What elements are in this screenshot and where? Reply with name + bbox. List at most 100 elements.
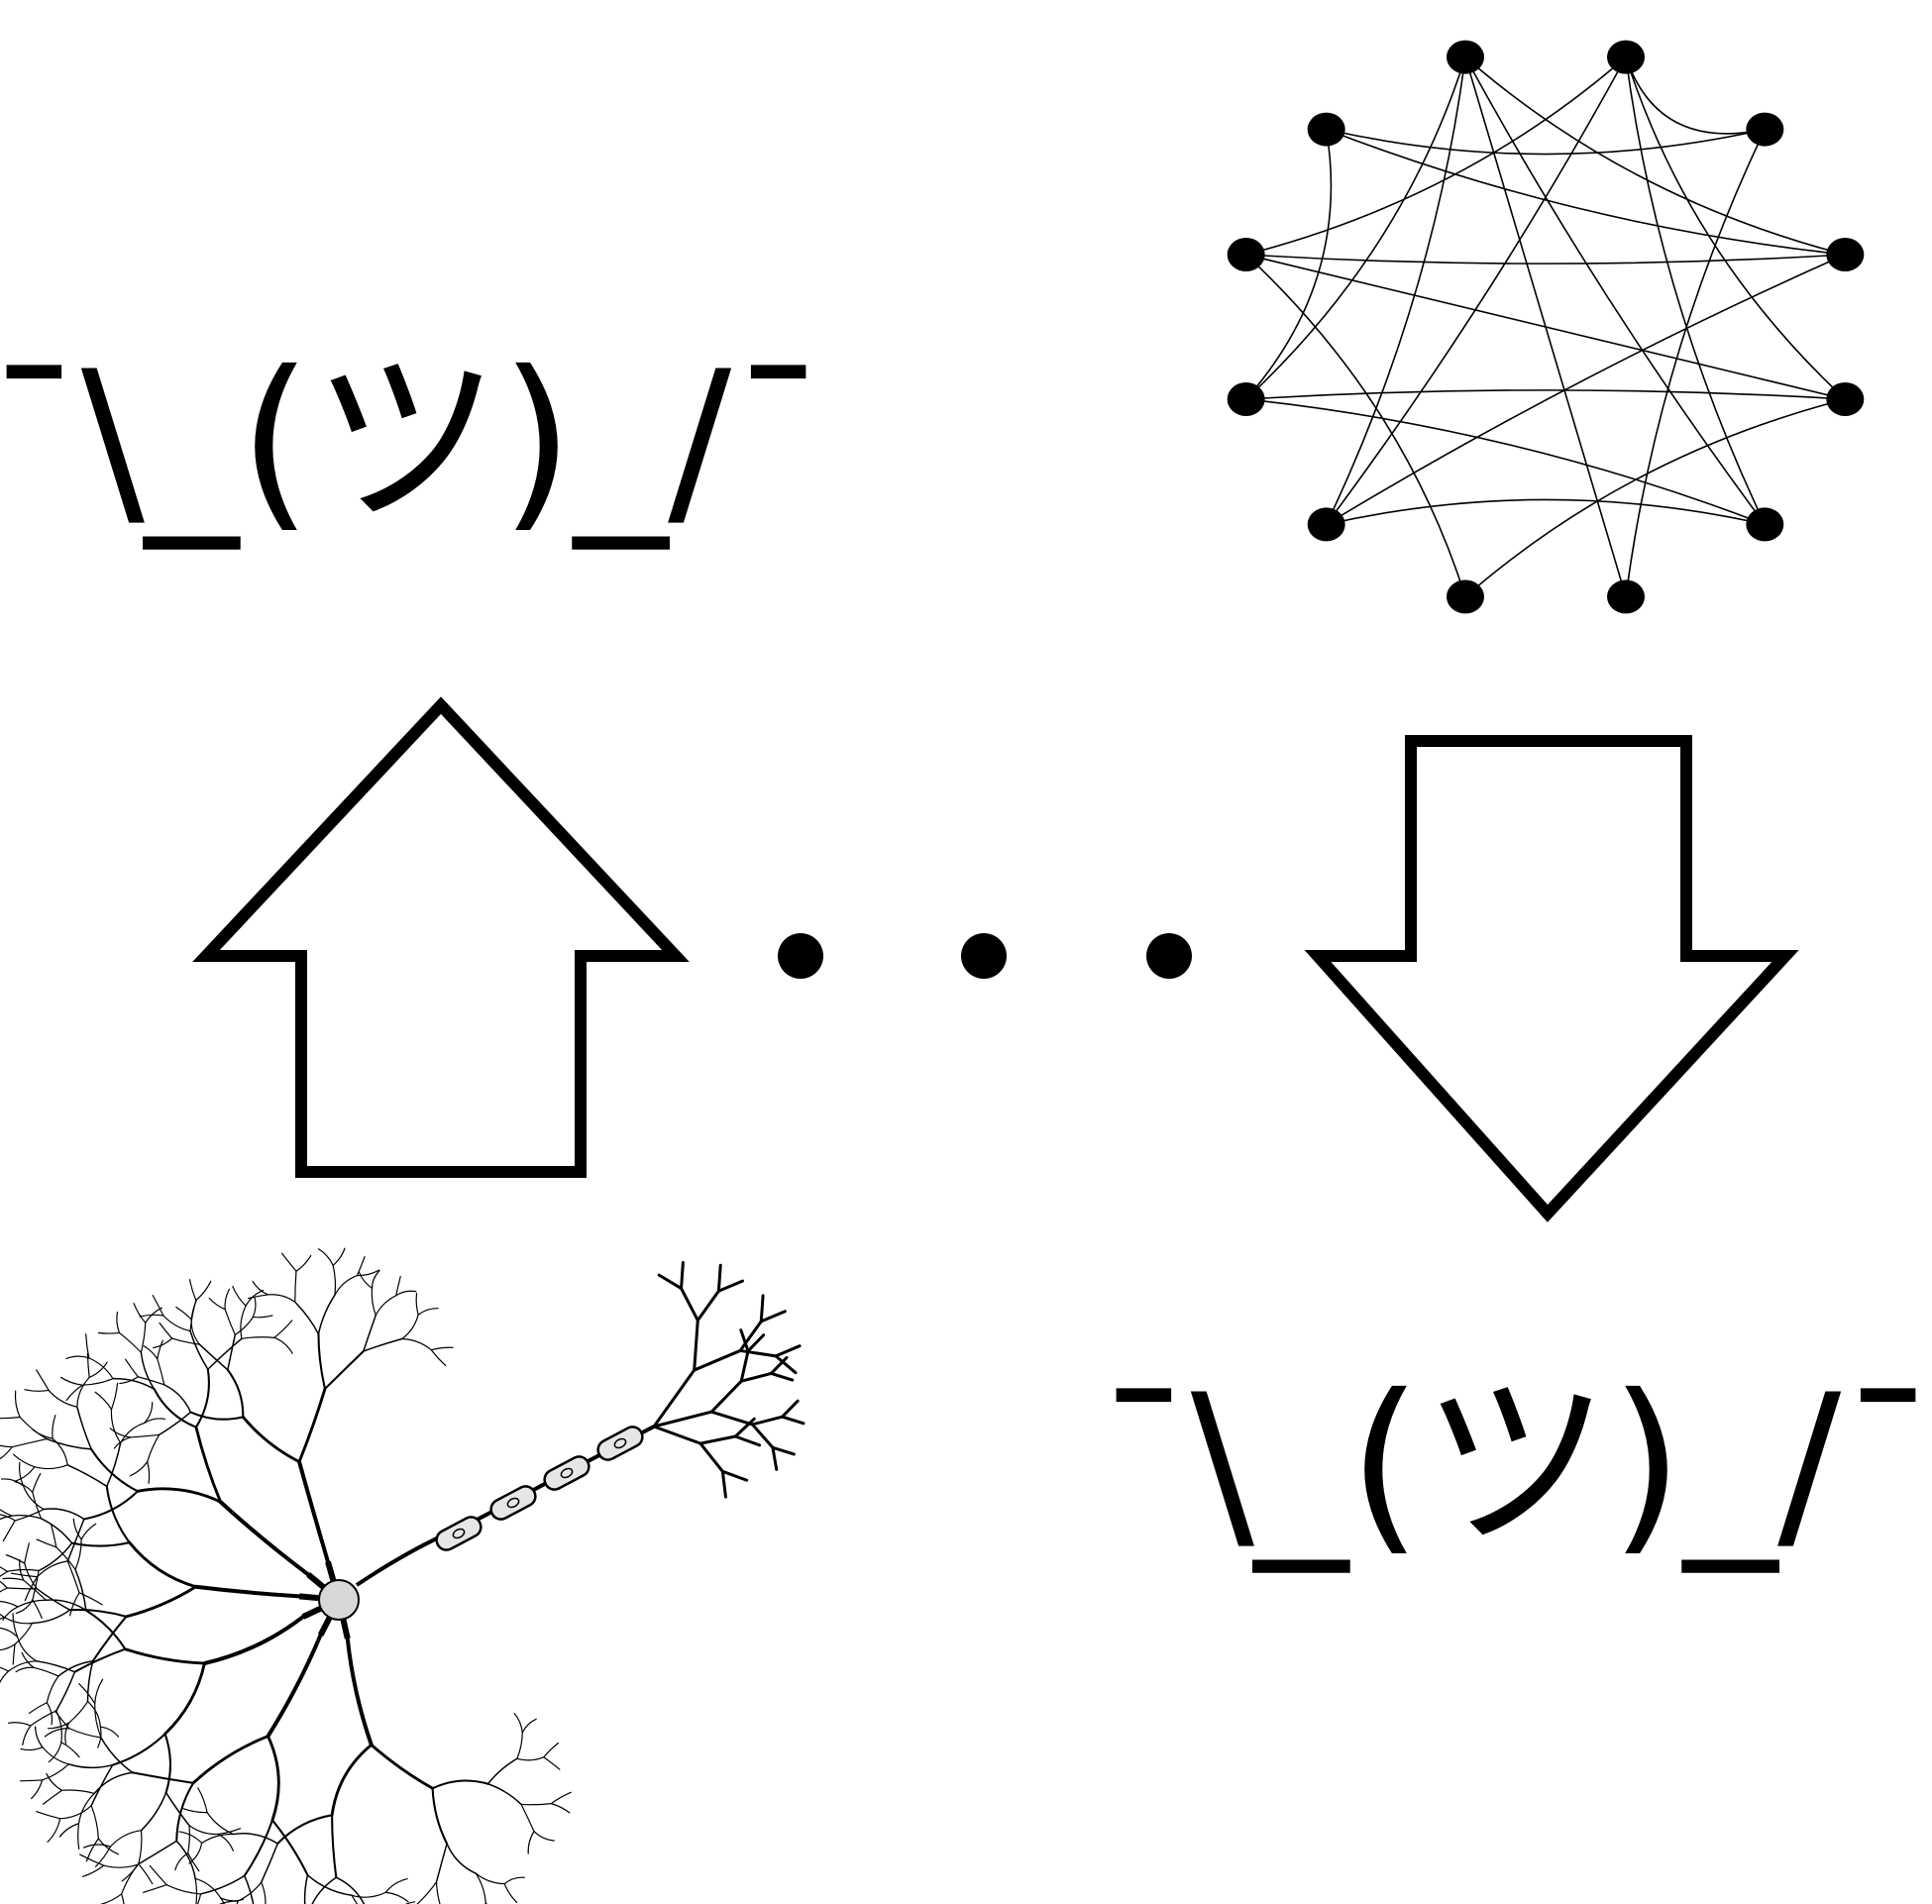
axon-terminal [774,1354,798,1375]
dendrite-branch [65,1384,83,1402]
dendrite-branch [138,1830,143,1865]
network-edge [1625,56,1846,400]
dendrite-branch [48,1389,78,1408]
dendrite-branch [86,1352,90,1379]
dendrite-branch [17,1599,48,1608]
dendrite-branch [6,1568,40,1572]
dendrite-branch [188,1825,219,1836]
dendrite-branch [0,1616,5,1620]
dendrite-branch [395,1275,401,1297]
dendrite-branch [430,1346,454,1351]
axon-terminal [759,1310,787,1323]
network-node [1446,580,1484,614]
dendrite-branch [77,1792,95,1825]
dendrite-branch [99,1726,120,1738]
axon-terminal [750,1423,775,1449]
dendrite-branch [79,1853,105,1866]
dendrite-branch [196,1893,202,1904]
dendrite-branch [11,1437,48,1448]
dendrite-branch [143,1884,167,1893]
dendrite-branch [90,1763,114,1807]
dendrite-branch [475,1872,505,1885]
dendrite-branch [395,1290,417,1297]
network-edge [1326,498,1766,526]
dendrite-branch [503,1882,518,1904]
dendrite-branch [48,1742,62,1763]
network-edge [1625,56,1767,525]
dendrite-branch [181,1807,208,1814]
dendrite-branch [281,1252,297,1272]
dendrite-branch [124,1585,198,1619]
dendrite-branch [0,1444,13,1448]
dendrite-branch [70,1541,131,1547]
dendrite-branch [36,1811,61,1820]
dendrite-branch [81,1864,105,1877]
axon-terminal [698,1441,724,1473]
axon-terminal [696,1289,720,1322]
dendrite-branch [42,1789,63,1805]
dendrite-branch [486,1757,518,1785]
dendrite-branch [273,1320,293,1338]
dendrite-branch [234,1316,254,1336]
axon-terminal [781,1415,805,1426]
dendrite-branch [17,1636,38,1662]
dendrite-branch [153,1388,197,1428]
dendrite-branch [317,1332,327,1390]
dendrite-branch [174,1852,189,1871]
dendrite-branch [332,1247,346,1267]
network-edge [1326,128,1846,256]
dendrite-branch [147,1461,151,1484]
dendrite-branch [0,1478,25,1487]
dendrite-branch [295,1254,312,1272]
dendrite-branch [435,1843,448,1883]
network-edges [1245,56,1846,597]
myelin-node [560,1467,574,1479]
dendrite-branch [330,1743,374,1817]
network-edge [1245,56,1627,256]
dendrite-branch [32,1472,42,1493]
dendrite-branch [0,1580,8,1589]
dendrite-branch [232,1285,247,1307]
myelin-sheath [543,1455,590,1491]
dendrite-branch [110,1382,119,1411]
dendrite-branch [144,1402,154,1425]
dendrite-branch [317,1248,334,1267]
network-edge [1625,129,1767,597]
dendrite-branch [125,1358,139,1378]
dendrite-branch [129,1461,149,1477]
dendrite-branch [193,1584,302,1599]
dendrite-branch [198,1343,229,1371]
dendrite-branch [140,1322,147,1353]
dendrite-branch [82,1844,111,1849]
axon-terminal [716,1279,744,1293]
dendrite-branch [267,1735,280,1822]
network-node [1826,238,1865,272]
dendrite-branch [52,1415,56,1439]
dendrite-branch [294,1301,320,1335]
dendrite-branch [137,1376,165,1386]
dendrite-branch [252,1297,257,1319]
dendrite-branch [163,1661,206,1736]
axon-terminal [769,1371,795,1382]
network-edge [1464,398,1846,597]
dendrite-branch [65,1355,90,1360]
dendrite-branch [137,1840,177,1866]
dendrite-branch [149,1864,167,1886]
dendrite-branch [93,1771,134,1795]
dendrite-branch [0,1514,16,1522]
dendrite-branch [165,1884,202,1895]
dendrite-branch [175,1306,192,1321]
dendrite-branch [13,1453,36,1468]
dendrite-branch [0,1613,5,1619]
dendrite-branch [356,1269,380,1277]
dendrite-branch [52,1437,68,1466]
ellipsis-icon [778,933,1192,979]
dendrite-branch [384,1877,408,1893]
dendrite-branch [224,1309,236,1336]
dendrite-branch [123,1647,206,1665]
dendrite-branch [158,1411,192,1436]
dendrite-branch [78,1592,103,1606]
myelin-node [613,1437,627,1449]
dendrite-branch [131,1771,195,1784]
dendrite-branch [121,1893,125,1904]
